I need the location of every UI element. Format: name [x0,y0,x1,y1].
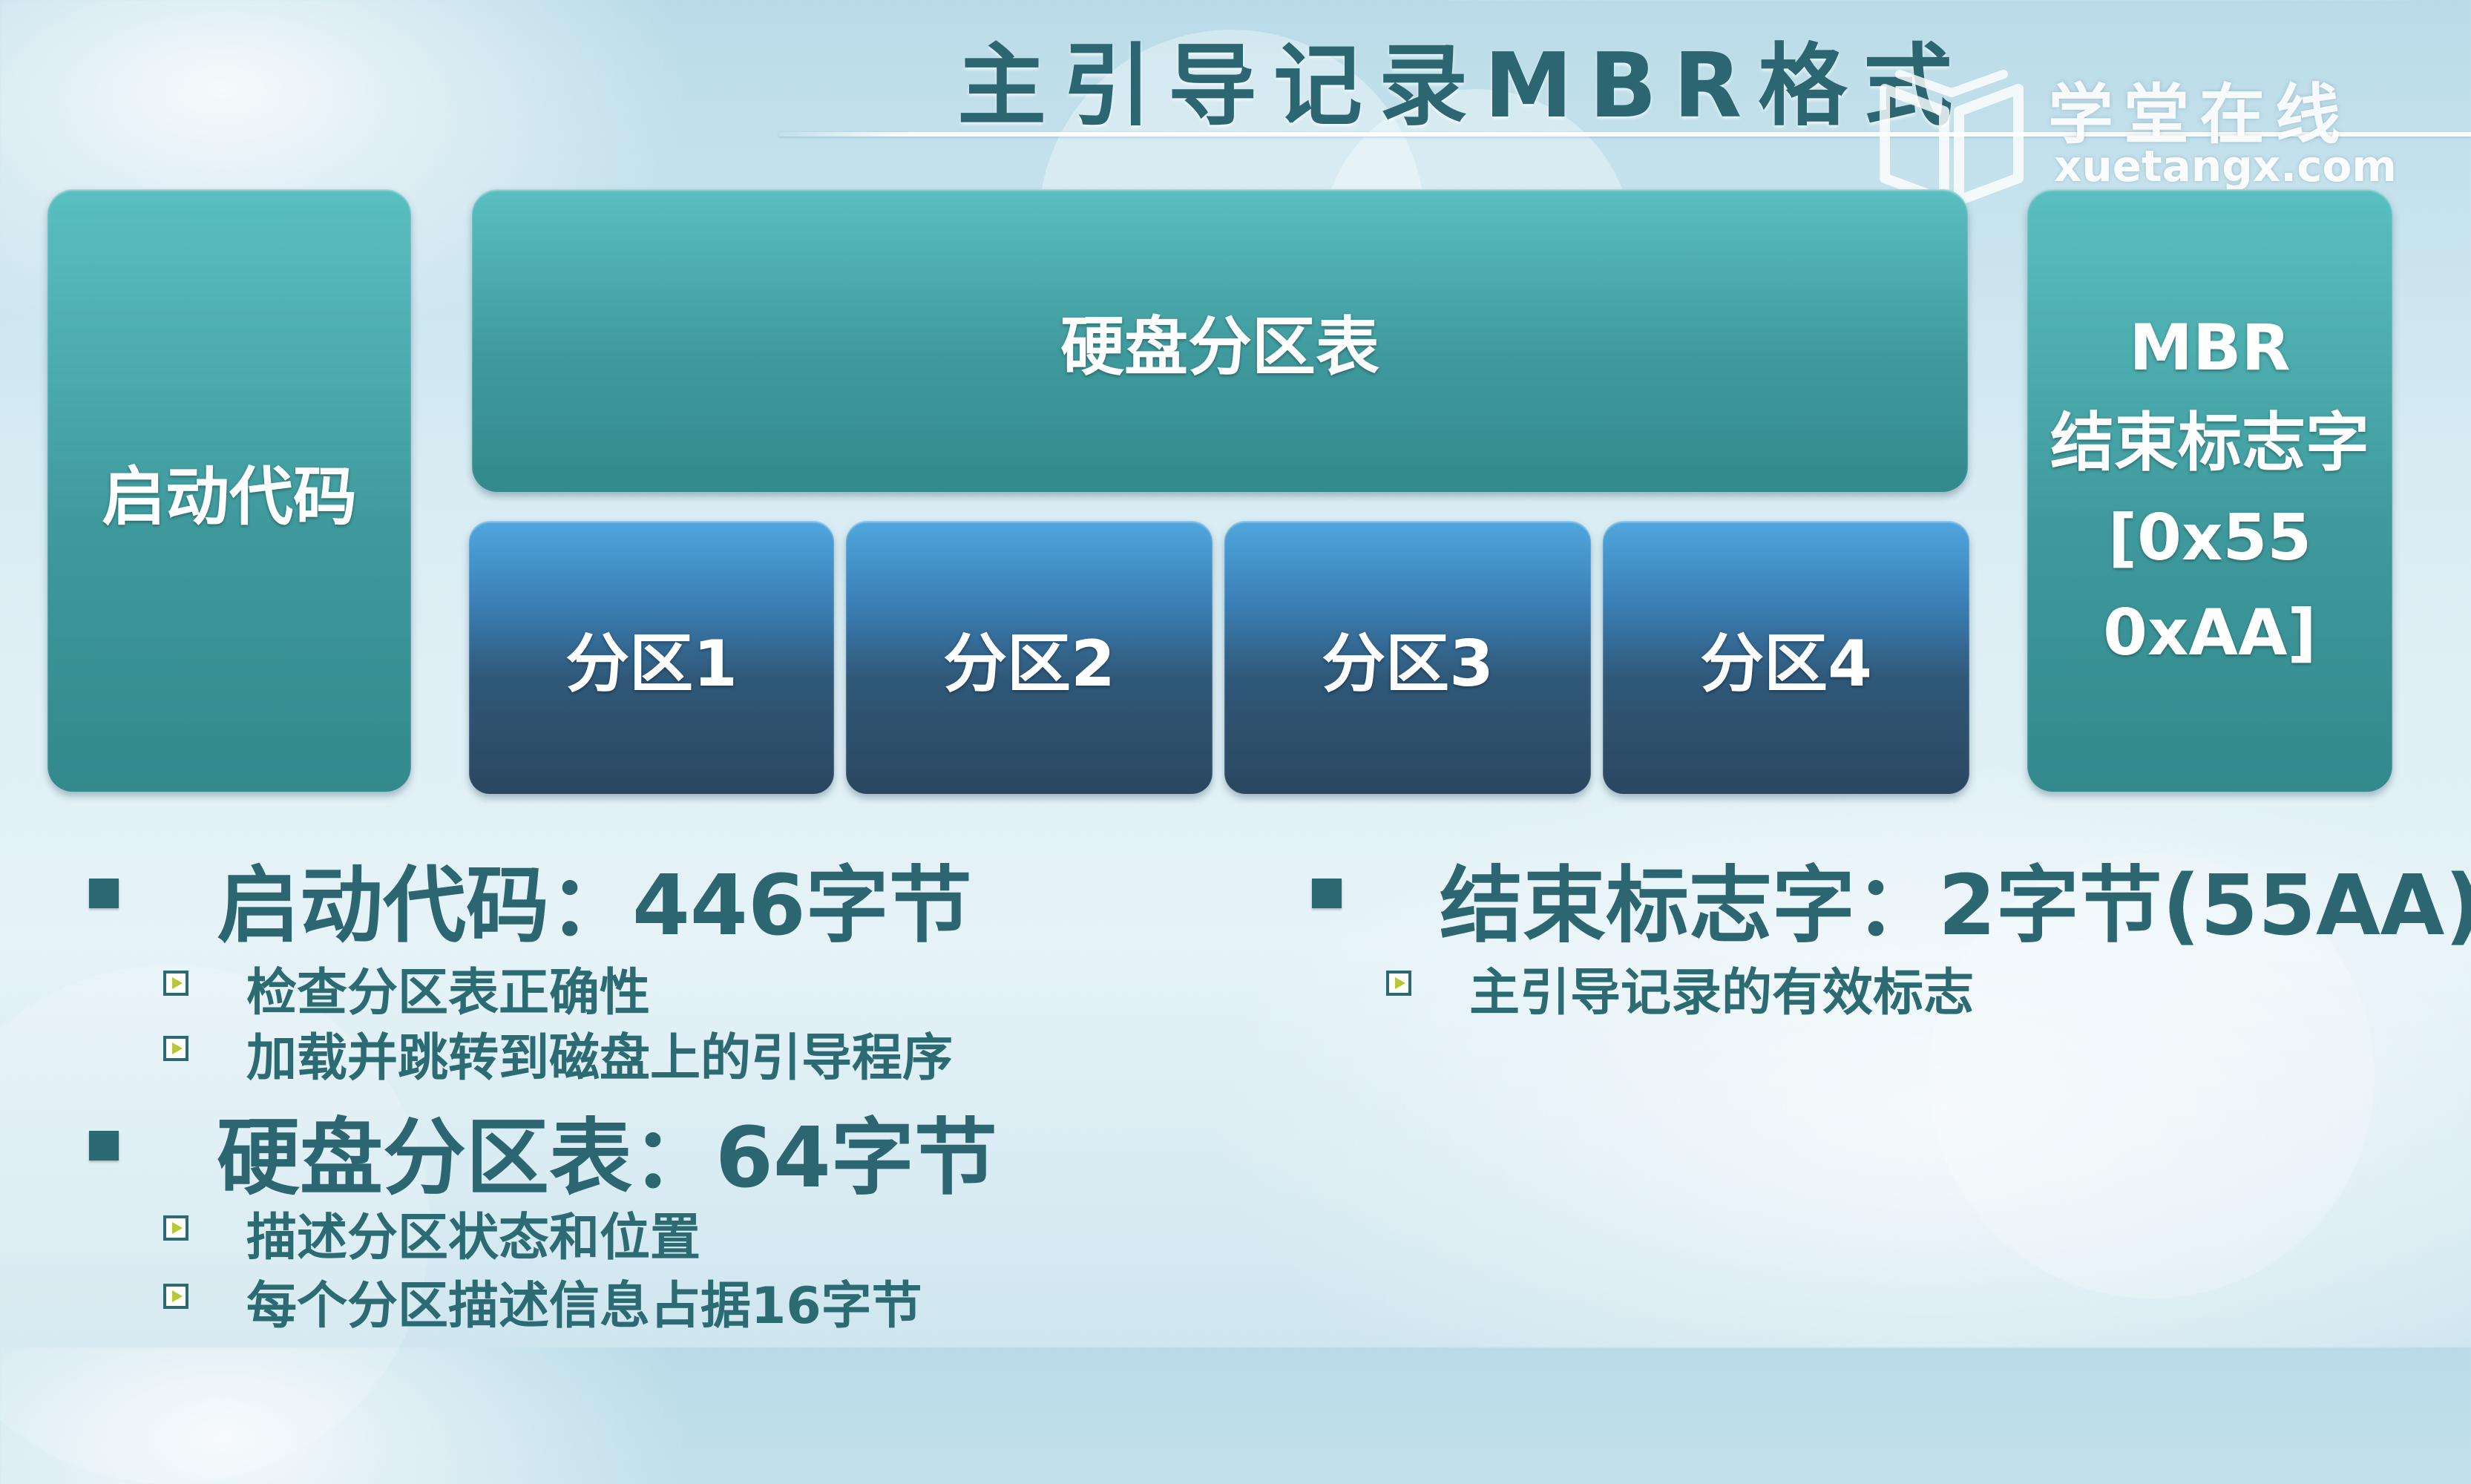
partition-2-block: 分区2 [846,521,1212,794]
end-marker-line: [0x55 [2107,501,2312,575]
boot-code-label: 启动代码 [102,459,357,534]
book-logo-icon [1880,70,2024,206]
partition-3-block: 分区3 [1224,521,1591,794]
partition-label: 分区4 [1700,626,1872,701]
watermark-url: xuetangx.com [2054,141,2397,191]
slide-title: 主引导记录MBR格式 [957,35,1969,138]
bullet-table-heading: 硬盘分区表：64字节 [89,1091,997,1211]
partition-table-label: 硬盘分区表 [1060,309,1379,384]
bullet-item-text: 主引导记录的有效标志 [1469,964,1975,1022]
partition-label: 分区2 [943,626,1115,701]
end-marker-line: 结束标志字 [2050,406,2369,480]
partition-label: 分区1 [565,626,738,701]
bullet-end-item: 主引导记录的有效标志 [1386,951,1974,1025]
bullet-item-text: 描述分区状态和位置 [246,1209,701,1267]
end-marker-line: MBR [2129,311,2291,385]
bullet-boot-item: 加载并跳转到磁盘上的引导程序 [163,1017,953,1090]
arrow-bullet-icon [163,1215,188,1241]
arrow-bullet-icon [163,971,188,996]
background-bubble [1929,853,2375,1298]
arrow-bullet-icon [1386,971,1411,996]
bullet-heading-text: 启动代码：446字节 [217,858,972,954]
bullet-item-text: 检查分区表正确性 [246,964,651,1022]
bullet-end-heading: 结束标志字：2字节(55AA) [1312,838,2471,959]
bullet-heading-text: 结束标志字：2字节(55AA) [1440,858,2471,954]
square-bullet-icon [89,879,119,908]
bullet-boot-item: 检查分区表正确性 [163,951,650,1025]
square-bullet-icon [1312,879,1342,908]
watermark-name: 学堂在线 [2048,76,2352,153]
bullet-heading-text: 硬盘分区表：64字节 [217,1110,997,1206]
mbr-end-marker-block: MBR 结束标志字 [0x55 0xAA] [2027,189,2392,792]
boot-code-block: 启动代码 [47,189,411,792]
bullet-boot-heading: 启动代码：446字节 [89,838,972,959]
bullet-table-item: 描述分区状态和位置 [163,1196,700,1270]
end-marker-line: 0xAA] [2103,596,2317,670]
arrow-bullet-icon [163,1036,188,1061]
arrow-bullet-icon [163,1284,188,1309]
bullet-item-text: 加载并跳转到磁盘上的引导程序 [246,1029,954,1088]
title-underline [779,132,2471,137]
square-bullet-icon [89,1131,119,1160]
partition-table-block: 硬盘分区表 [472,189,1968,492]
partition-1-block: 分区1 [469,521,834,794]
partition-label: 分区3 [1322,626,1494,701]
bullet-table-item: 每个分区描述信息占据16字节 [163,1264,922,1338]
partition-4-block: 分区4 [1603,521,1969,794]
bullet-item-text: 每个分区描述信息占据16字节 [246,1277,922,1336]
